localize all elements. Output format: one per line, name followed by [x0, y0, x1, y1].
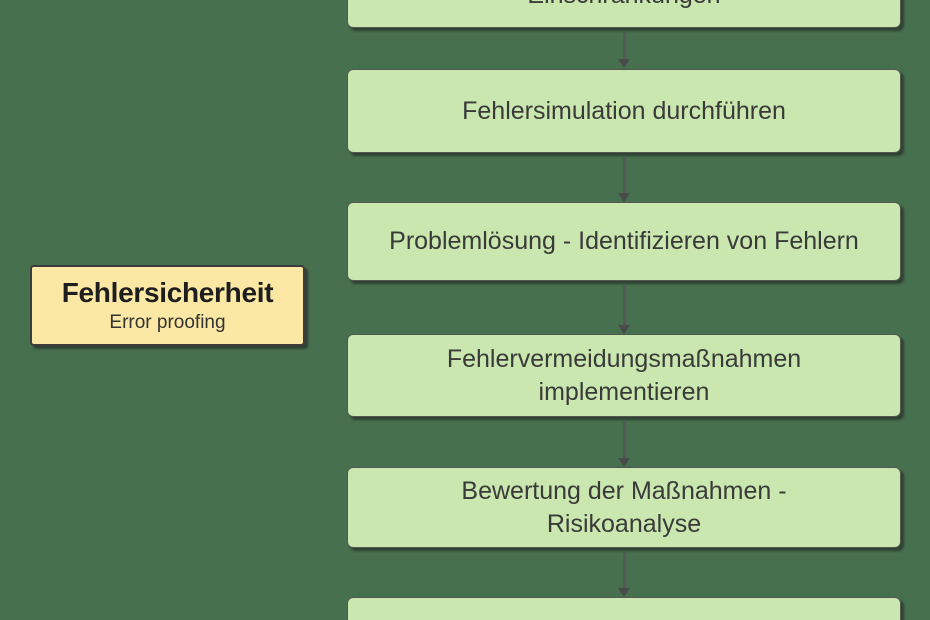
- arrow-shaft: [623, 31, 626, 61]
- arrow-shaft: [623, 156, 626, 195]
- arrow-head-icon: [618, 588, 630, 597]
- arrow-shaft: [623, 551, 626, 590]
- flow-step-4: Fehlervermeidungsmaßnahmen implementiere…: [347, 334, 901, 417]
- flow-step-2: Fehlersimulation durchführen: [347, 69, 901, 153]
- flow-step-3: Problemlösung - Identifizieren von Fehle…: [347, 202, 901, 281]
- flow-step-1-cropped-top: Einschränkungen: [347, 0, 901, 28]
- flow-step-6-cropped-bottom: [347, 597, 901, 620]
- arrow-down-icon: [617, 284, 632, 334]
- arrow-shaft: [623, 284, 626, 327]
- arrow-head-icon: [618, 59, 630, 68]
- topic-title: Fehlersicherheit: [61, 276, 274, 308]
- arrow-down-icon: [617, 420, 632, 467]
- arrow-down-icon: [617, 31, 632, 68]
- arrow-head-icon: [618, 325, 630, 334]
- arrow-shaft: [623, 420, 626, 460]
- arrow-head-icon: [618, 458, 630, 467]
- topic-subtitle: Error proofing: [109, 311, 226, 333]
- arrow-down-icon: [617, 551, 632, 597]
- topic-card: Fehlersicherheit Error proofing: [30, 265, 305, 346]
- arrow-down-icon: [617, 156, 632, 202]
- flow-step-5: Bewertung der Maßnahmen - Risikoanalyse: [347, 467, 901, 548]
- arrow-head-icon: [618, 193, 630, 202]
